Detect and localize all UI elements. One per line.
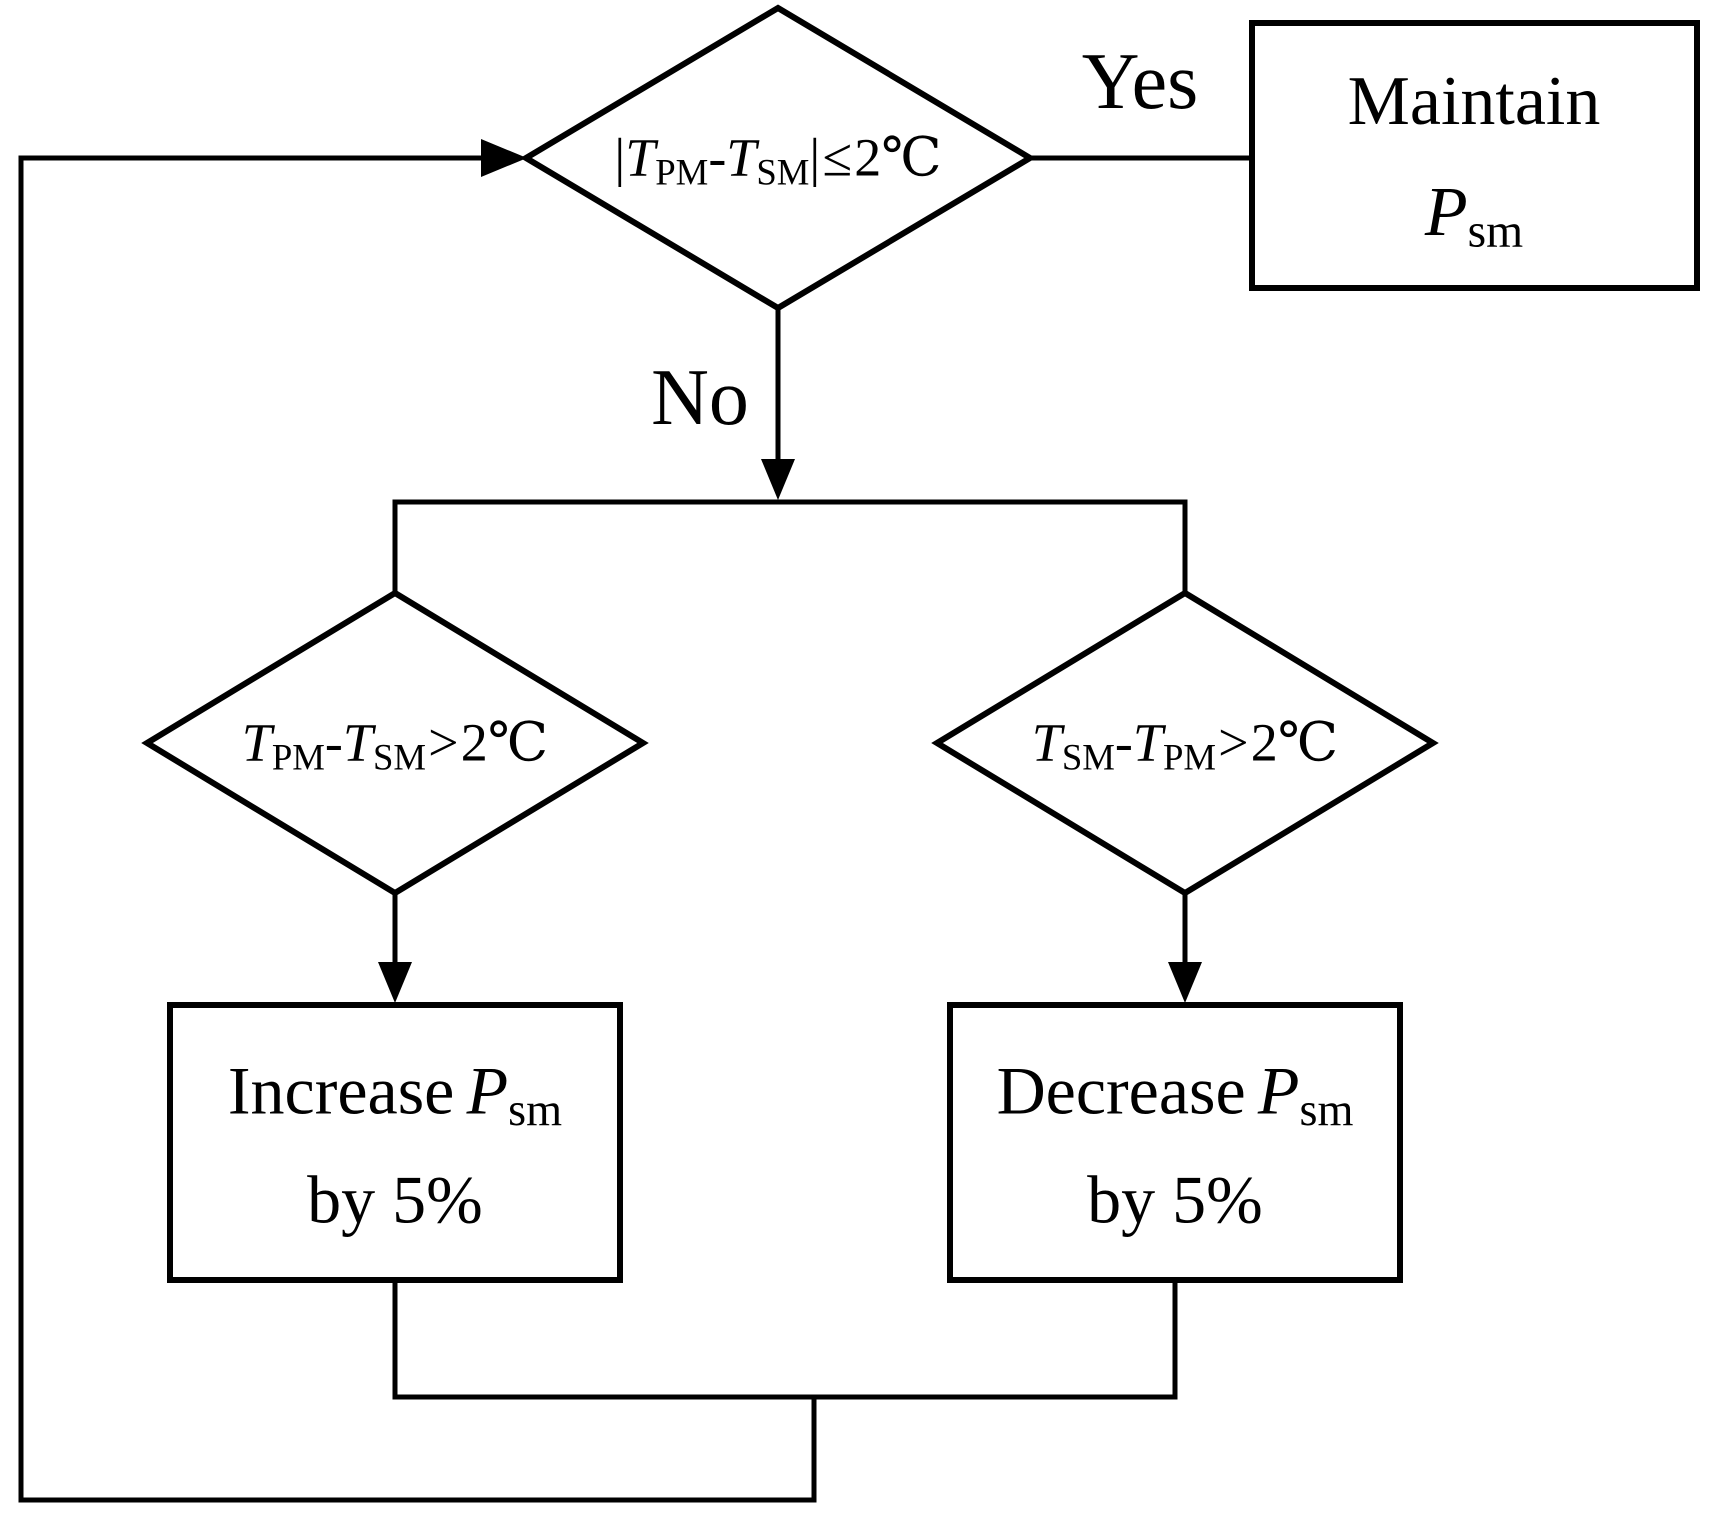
t-sm-symbol: T [342,712,373,773]
celsius-unit: ℃ [881,127,942,188]
leq-operator: ≤ [822,127,853,188]
gt-operator: > [428,712,459,773]
t-pm-symbol: T [625,127,656,188]
arrowhead-into-decrease-box [1168,962,1202,1003]
increase-text: Increase [227,1052,455,1129]
decision-right-diamond [931,589,1439,897]
minus-sign: - [708,127,727,188]
split-line [392,499,1188,593]
t-pm-symbol: T [1132,712,1163,773]
decrease-text: Decrease [996,1052,1246,1129]
gt-operator: > [1218,712,1249,773]
threshold-value: 2 [854,127,882,188]
yes-edge-label: Yes [1082,42,1198,122]
minus-sign: - [324,712,343,773]
arrowhead-into-increase-box [378,962,412,1003]
maintain-line1: Maintain [1348,47,1601,158]
subscript-sm: sm [1467,204,1524,257]
subscript-pm: PM [655,151,709,193]
t-sm-symbol: T [726,127,757,188]
decision-right-label: TSM-TPM>2℃ [1032,716,1338,777]
yes-text: Yes [1081,38,1199,126]
merge-line [392,1280,1178,1400]
p-symbol: P [1257,1052,1300,1129]
decrease-box [947,1002,1403,1283]
threshold-value: 2 [460,712,488,773]
no-text: No [651,354,749,442]
p-symbol: P [1424,173,1468,251]
abs-close-bar: | [809,127,821,188]
maintain-box-label: Maintain Psm [1348,47,1601,269]
decision-left-label: TPM-TSM>2℃ [242,716,548,777]
decision-top-label: |TPM-TSM|≤2℃ [614,131,941,192]
t-sm-symbol: T [1031,712,1062,773]
celsius-unit: ℃ [487,712,549,773]
minus-sign: - [1114,712,1133,773]
maintain-line2: Psm [1348,157,1601,269]
t-pm-symbol: T [241,712,272,773]
arrowhead-into-top-diamond [481,139,527,177]
no-edge-label: No [651,358,749,438]
subscript-pm: PM [1162,736,1217,778]
subscript-sm: sm [508,1084,563,1136]
p-symbol: P [466,1052,509,1129]
subscript-sm: SM [1061,736,1115,778]
feedback-loop-line [18,155,817,1503]
subscript-sm: sm [1299,1084,1354,1136]
celsius-unit: ℃ [1277,712,1339,773]
arrowhead-no-branch [761,459,795,500]
subscript-pm: PM [271,736,325,778]
decrease-line2: by 5% [997,1147,1354,1254]
subscript-sm: SM [756,151,810,193]
maintain-text: Maintain [1347,62,1601,140]
subscript-sm: SM [372,736,427,778]
abs-open-bar: | [614,127,626,188]
threshold-value: 2 [1250,712,1278,773]
increase-box [167,1002,623,1283]
decision-top-diamond [520,4,1036,312]
decision-left-diamond [141,589,649,897]
by-5-percent-text: by 5% [307,1161,483,1238]
maintain-box [1249,20,1700,291]
increase-line2: by 5% [228,1147,562,1254]
by-5-percent-text: by 5% [1087,1161,1263,1238]
